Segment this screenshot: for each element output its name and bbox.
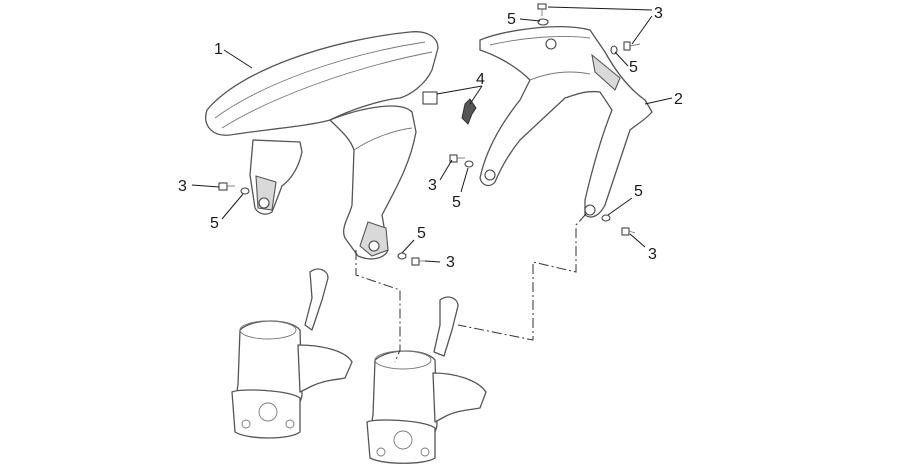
mudguard-bracket <box>479 26 653 218</box>
callout-washer-left: 5 <box>210 215 219 232</box>
callout-screw-right-lower: 3 <box>648 246 657 263</box>
clip-nut <box>422 91 438 105</box>
assembly-line-bracket <box>457 213 587 341</box>
callout-mudguard-bracket: 2 <box>674 91 683 108</box>
hardware <box>218 3 641 266</box>
clip-group <box>422 85 483 125</box>
fork-leg-right <box>366 296 487 464</box>
leader-lines <box>191 6 673 263</box>
bracket-top-hole <box>545 38 557 50</box>
fork-leg-left <box>231 268 353 439</box>
assembly-line-mudguard <box>355 250 401 363</box>
screw-bottom-mid <box>411 257 427 266</box>
callout-clip: 4 <box>476 71 485 88</box>
washer-center <box>464 160 474 168</box>
callout-washer-top: 5 <box>507 11 516 28</box>
washer-right-lower <box>601 214 611 222</box>
callout-washer-right-lower: 5 <box>634 183 643 200</box>
mudguard-left-mount-hole <box>258 197 270 209</box>
screw-top-right <box>623 41 641 51</box>
callout-screw-center: 3 <box>428 177 437 194</box>
callout-front-mudguard: 1 <box>214 41 223 58</box>
washer-top <box>537 18 549 26</box>
callout-screw-left-upper: 3 <box>178 178 187 195</box>
bracket-left-mount-hole <box>484 169 496 181</box>
callout-labels: 1 2 3 5 3 5 4 5 3 5 3 5 5 3 <box>178 5 683 271</box>
screw-top <box>537 3 547 16</box>
washer-left <box>240 187 250 195</box>
screw-right-lower <box>621 227 636 236</box>
bracket-right-mount-hole <box>584 204 596 216</box>
screw-left-upper <box>218 182 235 191</box>
callout-screw-top-right: 3 <box>654 5 663 22</box>
callout-washer-top-right: 5 <box>629 59 638 76</box>
callout-screw-bottom-mid: 3 <box>446 254 455 271</box>
callout-washer-bottom-mid: 5 <box>417 225 426 242</box>
mudguard-right-mount-hole <box>368 240 380 252</box>
screw-center <box>449 154 465 163</box>
clip-fastener <box>461 98 477 125</box>
washer-bottom-mid <box>397 252 407 260</box>
front-mudguard <box>205 31 439 260</box>
callout-washer-center: 5 <box>452 194 461 211</box>
